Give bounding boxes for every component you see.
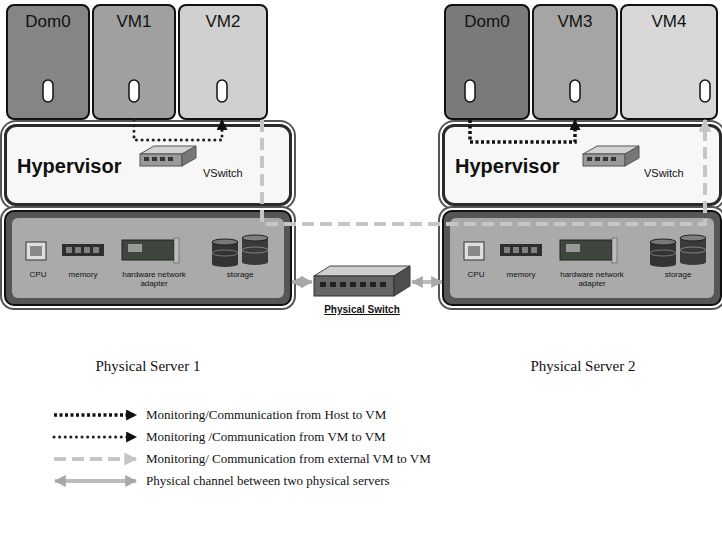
layer-title: Hypervisor xyxy=(17,155,147,178)
component-label: hardware network adapter xyxy=(112,270,196,288)
vm-title: Dom0 xyxy=(446,12,528,32)
server-caption: Physical Server 1 xyxy=(58,358,238,375)
component-label: hardware network adapter xyxy=(550,270,634,288)
vm-port xyxy=(43,80,710,102)
vm-port xyxy=(129,80,139,102)
vm-port xyxy=(570,80,580,102)
connector xyxy=(470,120,575,142)
component-label: CPU xyxy=(456,270,496,279)
hardware-icons xyxy=(464,235,706,267)
vm-title: VM2 xyxy=(180,12,266,32)
legend-text: Monitoring/ Communication from external … xyxy=(146,451,431,467)
connector xyxy=(262,120,705,224)
component-label: CPU xyxy=(18,270,58,279)
vswitch-label: VSwitch xyxy=(203,167,253,180)
vm-port xyxy=(465,80,475,102)
legend-line xyxy=(55,479,136,483)
dom0-box: Dom0 xyxy=(6,4,90,120)
vm-box: VM2 xyxy=(178,4,268,120)
vm-box: VM1 xyxy=(92,4,176,120)
vm-port xyxy=(217,80,227,102)
legend-line xyxy=(54,436,136,439)
hardware-panel xyxy=(12,218,284,298)
legend-sample xyxy=(52,451,140,467)
vm-port xyxy=(700,80,710,102)
component-label: storage xyxy=(210,270,270,279)
switch-port xyxy=(380,282,386,287)
switch-label: Physical Switch xyxy=(312,304,412,316)
legend-sample xyxy=(52,407,140,423)
legend-row: Monitoring/Communication from Host to VM xyxy=(52,404,431,426)
legend-row: Monitoring /Communication from VM to VM xyxy=(52,426,431,448)
legend-text: Monitoring /Communication from VM to VM xyxy=(146,429,386,445)
vswitch-label: VSwitch xyxy=(644,167,694,180)
physical-switch-icon xyxy=(314,266,410,296)
legend-line xyxy=(54,457,136,461)
connector xyxy=(292,280,312,284)
vm-box: VM4 xyxy=(620,4,718,120)
legend-row: Monitoring/ Communication from external … xyxy=(52,448,431,470)
physical-switch: Physical Switch xyxy=(312,262,412,324)
switch-port xyxy=(320,282,326,287)
component-label: memory xyxy=(496,270,546,279)
switch-side xyxy=(394,266,410,296)
switch-port xyxy=(340,282,346,287)
component-label: memory xyxy=(58,270,108,279)
hardware-box: CPUmemory hardware network adapter storage xyxy=(4,210,292,306)
vm-title: Dom0 xyxy=(8,12,88,32)
connector xyxy=(134,120,222,140)
vm-title: VM1 xyxy=(94,12,174,32)
component-label: storage xyxy=(648,270,708,279)
vswitch-icon xyxy=(583,146,639,166)
legend-sample xyxy=(52,473,140,489)
vm-title: VM4 xyxy=(622,12,716,32)
legend-text: Monitoring/Communication from Host to VM xyxy=(146,407,386,423)
legend-row: Physical channel between two physical se… xyxy=(52,470,431,492)
hardware-box: CPUmemory hardware network adapter storage xyxy=(442,210,722,306)
server-caption: Physical Server 2 xyxy=(493,358,673,375)
dom0-box: Dom0 xyxy=(444,4,530,120)
switch-front xyxy=(314,276,394,296)
switch-port xyxy=(330,282,336,287)
legend-text: Physical channel between two physical se… xyxy=(146,473,390,489)
hardware-icons xyxy=(26,235,268,267)
hardware-panel xyxy=(450,218,714,298)
legend-sample xyxy=(52,429,140,445)
switch-port xyxy=(350,282,356,287)
layer-title: Hypervisor xyxy=(455,155,585,178)
hypervisor-box: HypervisorVSwitch xyxy=(4,124,292,206)
hypervisor-box: HypervisorVSwitch xyxy=(442,124,722,206)
connector xyxy=(412,280,442,284)
vm-port xyxy=(43,80,53,102)
switch-port xyxy=(370,282,376,287)
legend-line xyxy=(54,413,136,417)
vm-title: VM3 xyxy=(534,12,616,32)
switch-top xyxy=(314,266,410,276)
vswitch-icon xyxy=(140,146,196,166)
switch-port xyxy=(360,282,366,287)
vm-box: VM3 xyxy=(532,4,618,120)
